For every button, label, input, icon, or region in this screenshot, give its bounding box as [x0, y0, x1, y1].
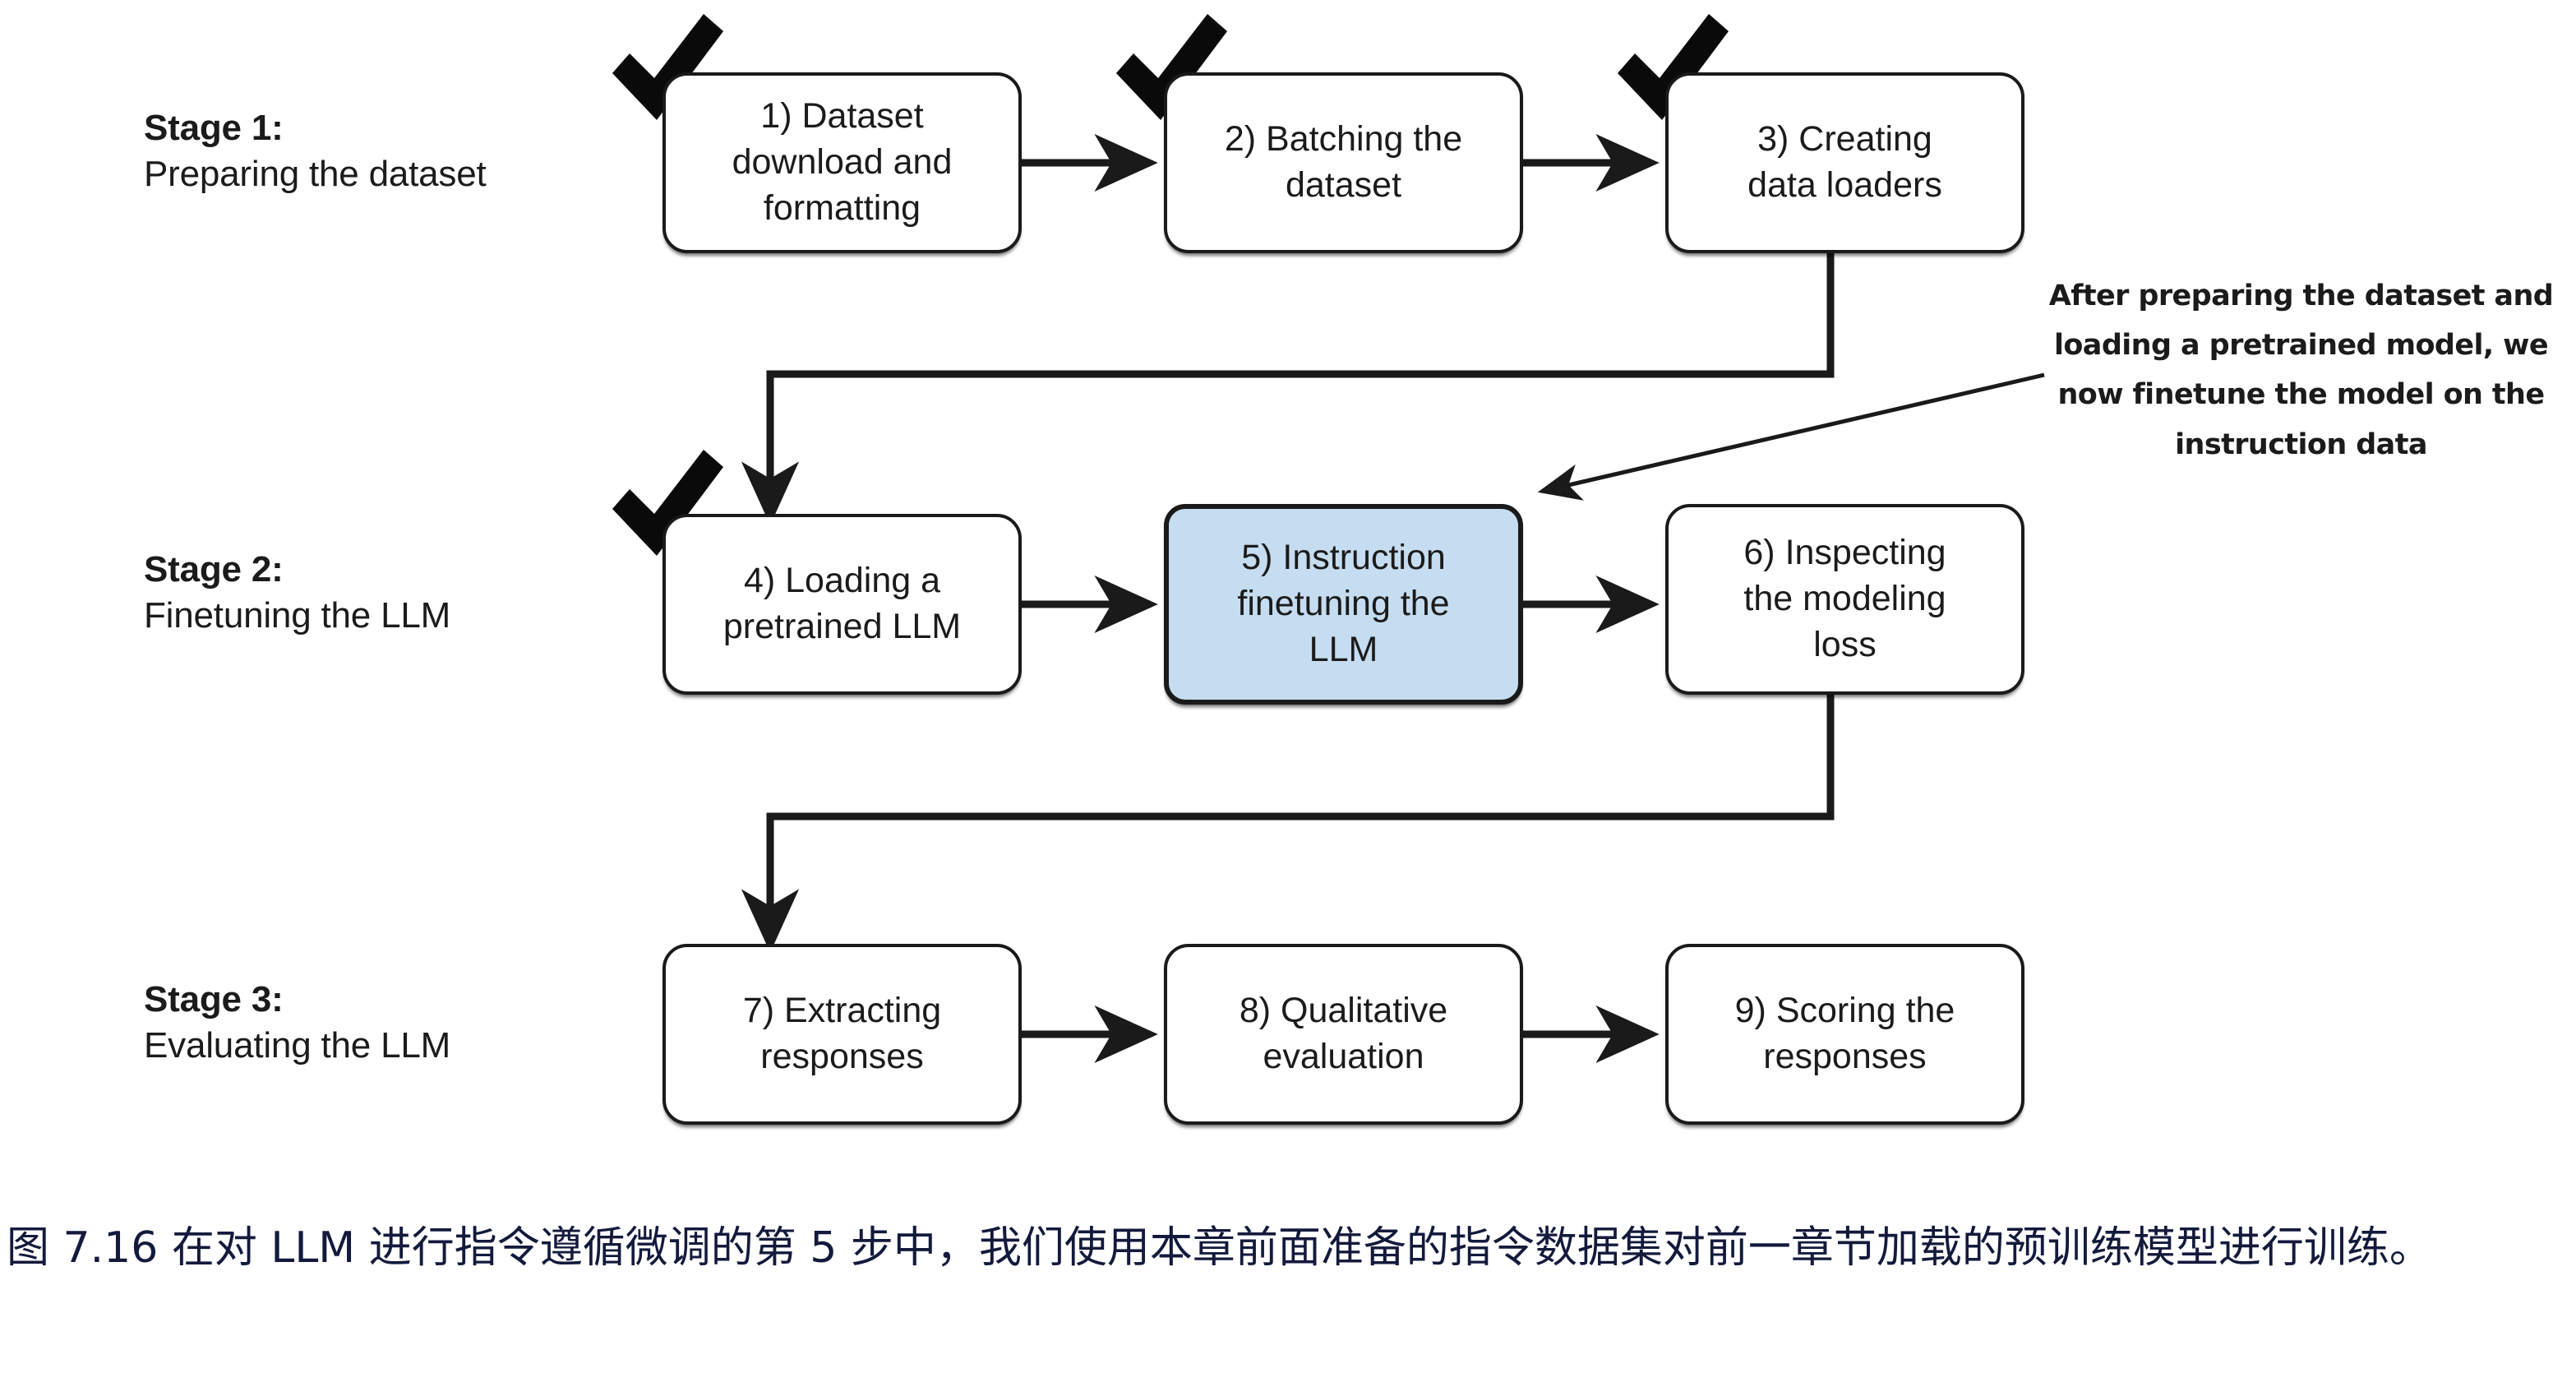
stage-3-title: Stage 3: [144, 979, 284, 1019]
step-7-line-2: responses [760, 1037, 924, 1076]
stage-1-subtitle: Preparing the dataset [144, 154, 487, 195]
step-3-line-2: data loaders [1747, 165, 1942, 205]
step-box-5[interactable]: 5) Instruction finetuning the LLM [1164, 504, 1523, 705]
step-box-2[interactable]: 2) Batching the dataset [1164, 72, 1523, 253]
step-box-4[interactable]: 4) Loading a pretrained LLM [662, 514, 1022, 695]
step-2-line-2: dataset [1285, 165, 1402, 205]
step-box-8[interactable]: 8) Qualitative evaluation [1164, 944, 1523, 1125]
stage-2-title: Stage 2: [144, 549, 284, 589]
step-7-line-1: 7) Extracting [742, 991, 942, 1031]
step-1-line-1: 1) Dataset [760, 96, 924, 136]
stage-1-title: Stage 1: [144, 108, 284, 148]
step-5-line-3: LLM [1309, 629, 1378, 669]
step-6-line-1: 6) Inspecting [1743, 533, 1946, 573]
step-box-1[interactable]: 1) Dataset download and formatting [662, 72, 1022, 253]
step-6-line-2: the modeling [1743, 579, 1946, 619]
step-6-line-3: loss [1813, 624, 1877, 664]
step-5-line-1: 5) Instruction [1241, 538, 1446, 578]
step-9-line-2: responses [1763, 1037, 1927, 1076]
arrow-stage2-to-stage3 [741, 695, 1835, 953]
step-4-line-2: pretrained LLM [722, 607, 962, 646]
annotation-line-2: loading a pretrained model, we [2053, 329, 2549, 363]
stage-2-subtitle: Finetuning the LLM [144, 595, 451, 636]
step-8-line-2: evaluation [1263, 1037, 1424, 1076]
step-4-line-1: 4) Loading a [743, 561, 941, 601]
step-box-6[interactable]: 6) Inspecting the modeling loss [1665, 504, 2024, 695]
step-5-line-2: finetuning the [1237, 584, 1450, 624]
step-box-9[interactable]: 9) Scoring the responses [1665, 944, 2024, 1125]
step-3-line-1: 3) Creating [1757, 119, 1932, 159]
annotation-leader-arrow [1537, 372, 2045, 501]
step-9-line-1: 9) Scoring the [1734, 991, 1955, 1031]
step-box-7[interactable]: 7) Extracting responses [662, 944, 1022, 1125]
arrow-stage1-to-stage2 [741, 252, 1835, 525]
step-1-line-3: formatting [763, 187, 921, 228]
annotation-note: After preparing the dataset and loading … [2044, 271, 2558, 469]
annotation-line-1: After preparing the dataset and [2048, 280, 2554, 312]
stage-label-1: Stage 1: Preparing the dataset [144, 105, 487, 198]
annotation-line-4: instruction data [2175, 428, 2427, 461]
annotation-line-3: now finetune the model on the [2057, 378, 2545, 412]
step-8-line-1: 8) Qualitative [1239, 991, 1448, 1031]
stage-label-2: Stage 2: Finetuning the LLM [144, 547, 450, 640]
figure-caption: 图 7.16 在对 LLM 进行指令遵循微调的第 5 步中，我们使用本章前面准备… [7, 1223, 2432, 1273]
step-1-line-2: download and [732, 142, 953, 183]
step-2-line-1: 2) Batching the [1224, 119, 1463, 159]
stage-3-subtitle: Evaluating the LLM [144, 1025, 451, 1066]
step-box-3[interactable]: 3) Creating data loaders [1665, 72, 2024, 253]
stage-label-3: Stage 3: Evaluating the LLM [144, 977, 450, 1070]
